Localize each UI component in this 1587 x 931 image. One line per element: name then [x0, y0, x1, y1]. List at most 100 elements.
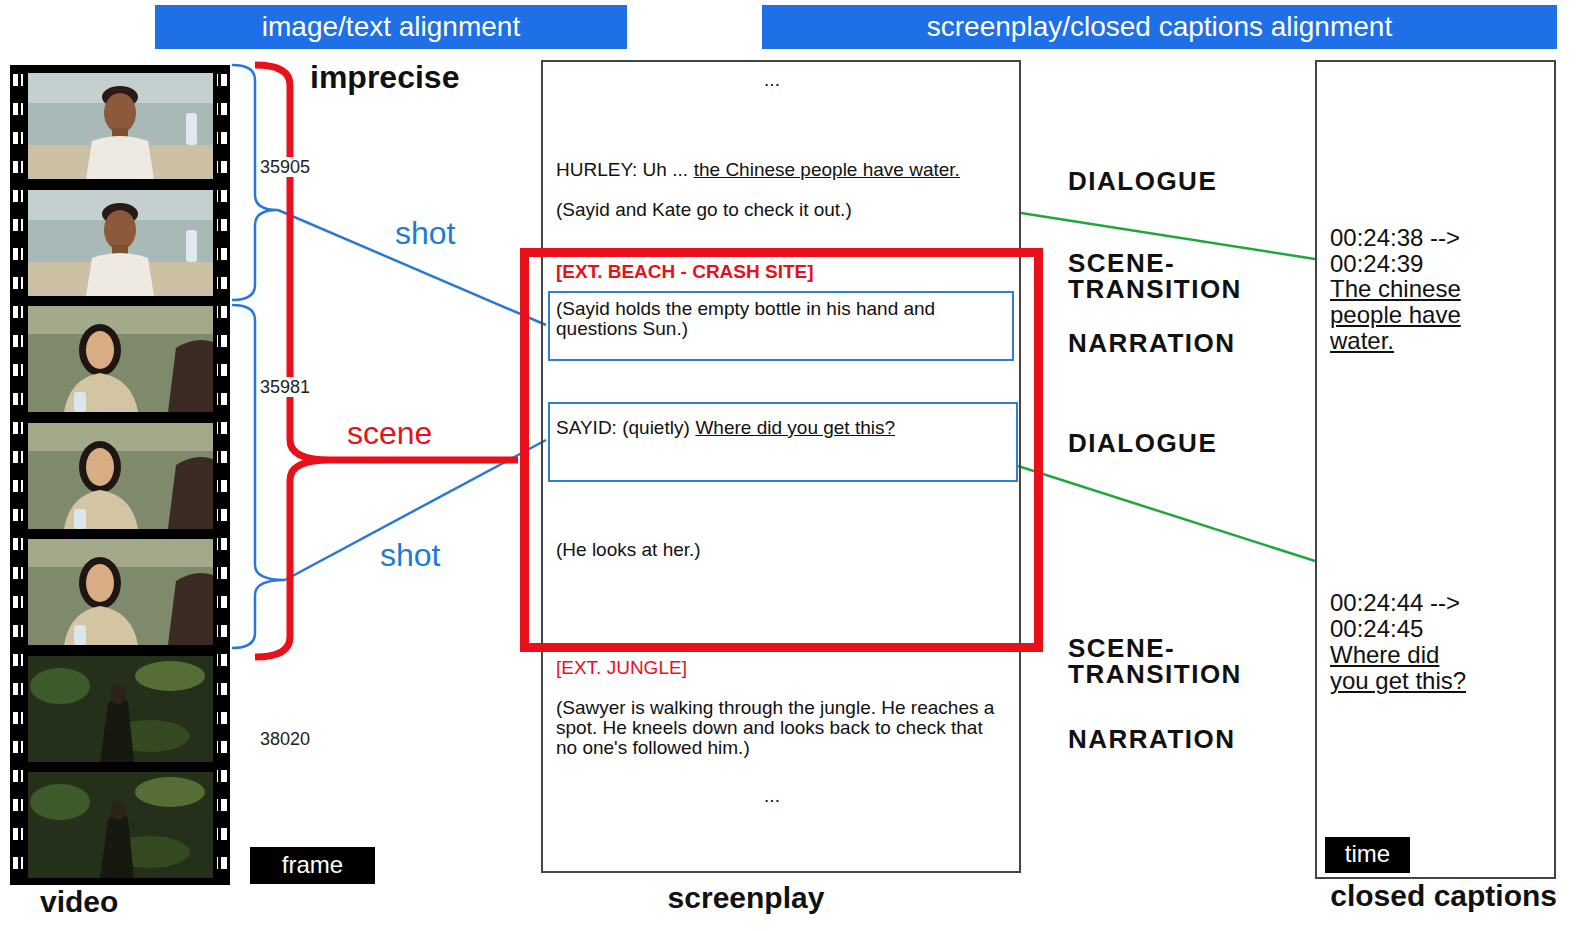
label-block: SCENE- TRANSITION — [1068, 250, 1298, 302]
node-text: Where did you get this? — [1330, 641, 1466, 694]
element-type: SCENE- TRANSITION — [1068, 248, 1242, 304]
alignment-link — [1018, 466, 1315, 561]
dialogue-box: SAYID: (quietly)Where did you get this? — [548, 402, 1018, 482]
text-block: Where did you get this? — [1330, 642, 1480, 694]
axis-tag: frame — [250, 847, 375, 884]
film-strip — [13, 70, 23, 880]
element-type: DIALOGUE — [1068, 428, 1217, 458]
node-text: image/text alignment — [262, 11, 520, 42]
annotation: shot — [393, 215, 457, 251]
node-text: the Chinese people have water. — [694, 159, 960, 180]
text-block: ... — [752, 786, 792, 806]
film-strip — [28, 190, 213, 296]
film-strip — [28, 306, 213, 412]
node-text: frame — [282, 851, 343, 878]
node-text: The chinese people have water. — [1330, 275, 1461, 354]
label-block: DIALOGUE — [1068, 430, 1298, 456]
label-block: shot — [378, 538, 442, 572]
annotation: imprecise — [308, 59, 461, 95]
node-text: 00:24:38 --> 00:24:39 — [1330, 224, 1460, 277]
panel-heading: closed captions — [1330, 879, 1557, 912]
node-text: HURLEY: Uh ... — [556, 159, 688, 180]
text-block: [EXT. BEACH - CRASH SITE] — [556, 262, 976, 282]
film-strip — [28, 539, 213, 645]
screenplay-panel: ... HURLEY: Uh ... the Chinese people have… — [541, 60, 1021, 873]
text-block: image/text alignment — [155, 10, 627, 43]
film-strip — [10, 65, 230, 885]
text-block: 00:24:44 --> 00:24:45 — [1330, 590, 1530, 642]
element-type: NARRATION — [1068, 724, 1236, 754]
element-type: NARRATION — [1068, 328, 1236, 358]
scene-bracket — [330, 457, 518, 464]
shot-bracket — [232, 65, 278, 300]
axis-tag: time — [1325, 837, 1410, 873]
header-bar: screenplay/closed captions alignment — [762, 5, 1557, 49]
scene-box: [EXT. BEACH - CRASH SITE] (He looks at he… — [520, 248, 1043, 652]
element-type: DIALOGUE — [1068, 166, 1217, 196]
film-strip — [10, 65, 230, 885]
annotation: shot — [378, 537, 442, 573]
text-block: [EXT. JUNGLE] — [556, 658, 856, 678]
text-block: screenplay/closed captions alignment — [762, 10, 1557, 43]
shot-bracket — [232, 65, 546, 648]
label-block: SCENE- TRANSITION — [1068, 635, 1298, 687]
label-block: 38020 — [258, 729, 312, 749]
label-block: shot — [393, 216, 457, 250]
shot-bracket — [278, 210, 546, 325]
label-block: 35905 — [258, 157, 312, 177]
label-block: NARRATION — [1068, 330, 1298, 356]
text-block: ... — [752, 70, 792, 90]
node-text: Where did you get this? — [695, 417, 895, 438]
label-block: DIALOGUE — [1068, 168, 1298, 194]
node-text: ... — [764, 785, 780, 806]
node-text: (Sawyer is walking through the jungle. H… — [556, 697, 994, 758]
scene-bracket — [255, 65, 518, 657]
node-text: [EXT. BEACH - CRASH SITE] — [556, 261, 814, 282]
captions-panel: 00:24:38 --> 00:24:39The chinese people … — [1315, 60, 1556, 879]
film-strip — [28, 423, 213, 529]
film-strip — [28, 656, 213, 762]
scene-bracket — [255, 65, 330, 657]
header-bar: image/text alignment — [155, 5, 627, 49]
label-block: NARRATION — [1068, 726, 1298, 752]
label-block: video — [38, 886, 120, 918]
text-block: frame — [250, 851, 375, 878]
node-text: ... — [764, 69, 780, 90]
text-block: SAYID: (quietly)Where did you get this? — [556, 418, 1006, 438]
text-block: The chinese people have water. — [1330, 276, 1525, 354]
label-block: imprecise — [308, 60, 461, 94]
text-block: (He looks at her.) — [556, 540, 856, 560]
frame-number: 38020 — [258, 729, 312, 749]
annotation: scene — [345, 415, 434, 451]
node-text: 00:24:44 --> 00:24:45 — [1330, 589, 1460, 642]
text-block: HURLEY: Uh ... the Chinese people have wa… — [556, 160, 986, 180]
panel-heading: video — [38, 885, 120, 918]
node-text: (Sayid and Kate go to check it out.) — [556, 199, 852, 220]
text-block: closed captions — [1222, 880, 1557, 912]
film-strip — [217, 70, 227, 880]
text-block: time — [1325, 840, 1410, 867]
node-text: screenplay/closed captions alignment — [927, 11, 1392, 42]
frame-number: 35981 — [258, 377, 312, 397]
node-text: [EXT. JUNGLE] — [556, 657, 687, 678]
node-text: SAYID: (quietly) — [556, 417, 690, 438]
text-block: screenplay — [546, 882, 946, 914]
node-text: (He looks at her.) — [556, 539, 701, 560]
text-block: (Sayid holds the empty bottle in his han… — [556, 299, 1006, 339]
node-text: time — [1345, 840, 1390, 867]
element-type: SCENE- TRANSITION — [1068, 633, 1242, 689]
frame-number: 35905 — [258, 157, 312, 177]
text-block: (Sayid and Kate go to check it out.) — [556, 200, 1001, 220]
node-text: (Sayid holds the empty bottle in his han… — [556, 298, 935, 339]
film-strip — [28, 73, 213, 179]
label-block: 35981 — [258, 377, 312, 397]
label-block: scene — [345, 416, 434, 450]
narration-box: (Sayid holds the empty bottle in his han… — [548, 291, 1014, 361]
shot-bracket — [232, 305, 285, 648]
film-strip — [28, 772, 213, 878]
panel-heading: screenplay — [668, 881, 825, 914]
text-block: (Sawyer is walking through the jungle. H… — [556, 698, 1001, 758]
text-block: 00:24:38 --> 00:24:39 — [1330, 225, 1530, 277]
